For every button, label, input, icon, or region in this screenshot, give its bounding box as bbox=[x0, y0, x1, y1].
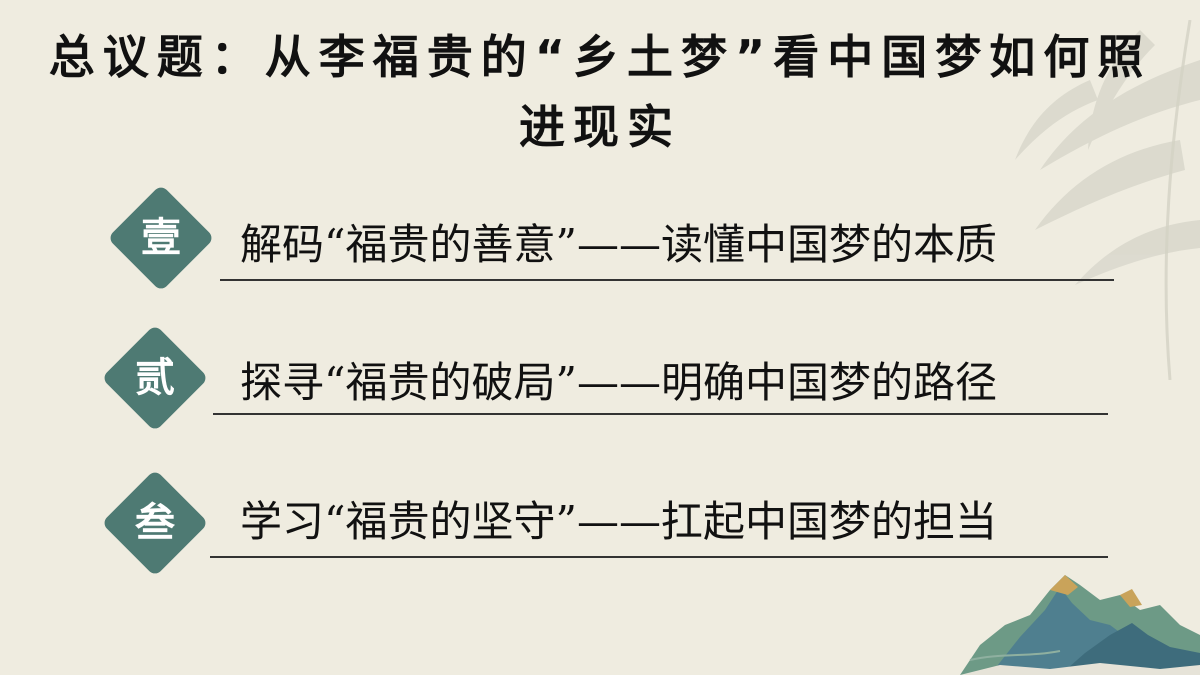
item-text: 学习“福贵的坚守”——扛起中国梦的担当 bbox=[240, 497, 997, 546]
item-underline bbox=[213, 413, 1108, 415]
item-text: 解码“福贵的善意”——读懂中国梦的本质 bbox=[240, 220, 997, 269]
badge-label: 贰 bbox=[135, 354, 175, 401]
mountain-illustration bbox=[960, 575, 1200, 675]
bamboo-leaves-decoration bbox=[1015, 20, 1200, 380]
list-item: 叁 学习“福贵的坚守”——扛起中国梦的担当 bbox=[0, 468, 1200, 578]
badge-label: 壹 bbox=[141, 214, 181, 261]
item-underline bbox=[210, 556, 1108, 558]
page-title: 总议题：从李福贵的“乡土梦”看中国梦如何照进现实 bbox=[48, 30, 1152, 154]
list-item: 贰 探寻“福贵的破局”——明确中国梦的路径 bbox=[0, 323, 1200, 433]
list-item: 壹 解码“福贵的善意”——读懂中国梦的本质 bbox=[0, 183, 1200, 293]
badge-label: 叁 bbox=[135, 499, 175, 546]
item-text: 探寻“福贵的破局”——明确中国梦的路径 bbox=[240, 358, 997, 407]
item-underline bbox=[220, 279, 1114, 281]
